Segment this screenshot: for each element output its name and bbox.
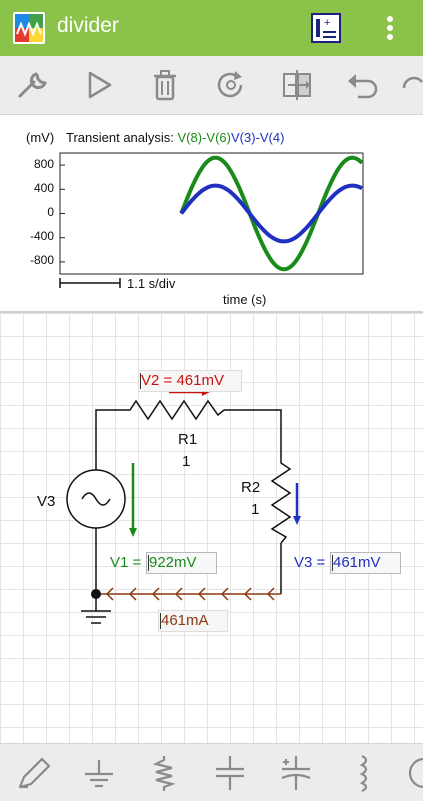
y-tick-label: 400 bbox=[33, 181, 54, 195]
flip-icon[interactable] bbox=[278, 68, 316, 102]
x-axis-label: time (s) bbox=[223, 292, 267, 307]
resistor-icon[interactable] bbox=[144, 754, 184, 792]
component-bar bbox=[0, 743, 423, 801]
r1-name: R1 bbox=[178, 431, 198, 448]
v1-label: V1 = bbox=[110, 554, 142, 571]
circuit-drawing bbox=[66, 388, 301, 624]
y-tick-label: -400 bbox=[29, 229, 54, 243]
series-label-green: V(8)-V(6) bbox=[177, 130, 231, 145]
ground-node bbox=[91, 589, 101, 599]
v3-value-field[interactable]: 461mV bbox=[330, 552, 401, 574]
y-tick-label: -800 bbox=[29, 253, 54, 267]
trash-icon[interactable] bbox=[146, 68, 184, 102]
v3-label: V3 = bbox=[294, 554, 326, 571]
current-readout[interactable]: 461mA bbox=[158, 610, 228, 632]
v3-source-name: V3 bbox=[37, 493, 56, 510]
plot-title-prefix: Transient analysis: bbox=[66, 130, 178, 145]
current-arrows bbox=[105, 587, 275, 601]
wire-left bbox=[95, 409, 126, 593]
play-icon[interactable] bbox=[80, 68, 118, 102]
resistor-r2 bbox=[270, 458, 292, 544]
redo-icon[interactable] bbox=[400, 68, 423, 102]
resistor-r1 bbox=[126, 399, 225, 421]
svg-text:+: + bbox=[324, 17, 330, 29]
wire-top-right bbox=[224, 409, 282, 458]
plot-area bbox=[59, 152, 364, 288]
y-unit-label: (mV) bbox=[26, 130, 55, 145]
y-ticks bbox=[60, 164, 65, 263]
series-line-green bbox=[179, 155, 364, 272]
app-logo-icon bbox=[13, 12, 45, 44]
source-wave-icon bbox=[81, 492, 111, 506]
app-bar: divider + bbox=[0, 0, 423, 56]
rotate-icon[interactable] bbox=[212, 68, 250, 102]
schematic-canvas[interactable]: V2 = 461mV R1 1 R2 1 V3 V1 = 922mV V3 = … bbox=[0, 313, 423, 743]
polarized-capacitor-icon[interactable] bbox=[276, 754, 316, 792]
series-label-blue: V(3)-V(4) bbox=[230, 130, 285, 145]
scale-label: 1.1 s/div bbox=[127, 276, 176, 291]
r1-value: 1 bbox=[182, 453, 191, 470]
voltage-source-icon[interactable] bbox=[402, 754, 423, 792]
r2-name: R2 bbox=[241, 479, 261, 496]
v1-value-field[interactable]: 922mV bbox=[146, 552, 217, 574]
inductor-icon[interactable] bbox=[342, 754, 382, 792]
capacitor-icon[interactable] bbox=[210, 754, 250, 792]
y-tick-label: 0 bbox=[47, 205, 54, 219]
plot-frame bbox=[59, 152, 364, 275]
undo-icon[interactable] bbox=[344, 68, 382, 102]
pencil-icon[interactable] bbox=[14, 754, 54, 792]
transient-plot[interactable]: (mV) Transient analysis: V(8)-V(6)V(3)-V… bbox=[0, 115, 423, 311]
plot-divider bbox=[0, 311, 423, 313]
series-line-blue bbox=[179, 183, 363, 244]
r2-value: 1 bbox=[251, 501, 260, 518]
overflow-menu-icon[interactable] bbox=[374, 12, 406, 44]
plot-title: Transient analysis: V(8)-V(6)V(3)-V(4) bbox=[66, 130, 284, 145]
parameters-icon[interactable]: + bbox=[310, 12, 342, 44]
ground-icon[interactable] bbox=[79, 754, 119, 792]
v2-readout[interactable]: V2 = 461mV bbox=[138, 370, 242, 392]
app-title: divider bbox=[57, 14, 119, 37]
toolbar bbox=[0, 56, 423, 115]
wrench-icon[interactable] bbox=[14, 68, 52, 102]
y-tick-label: 800 bbox=[33, 157, 54, 171]
